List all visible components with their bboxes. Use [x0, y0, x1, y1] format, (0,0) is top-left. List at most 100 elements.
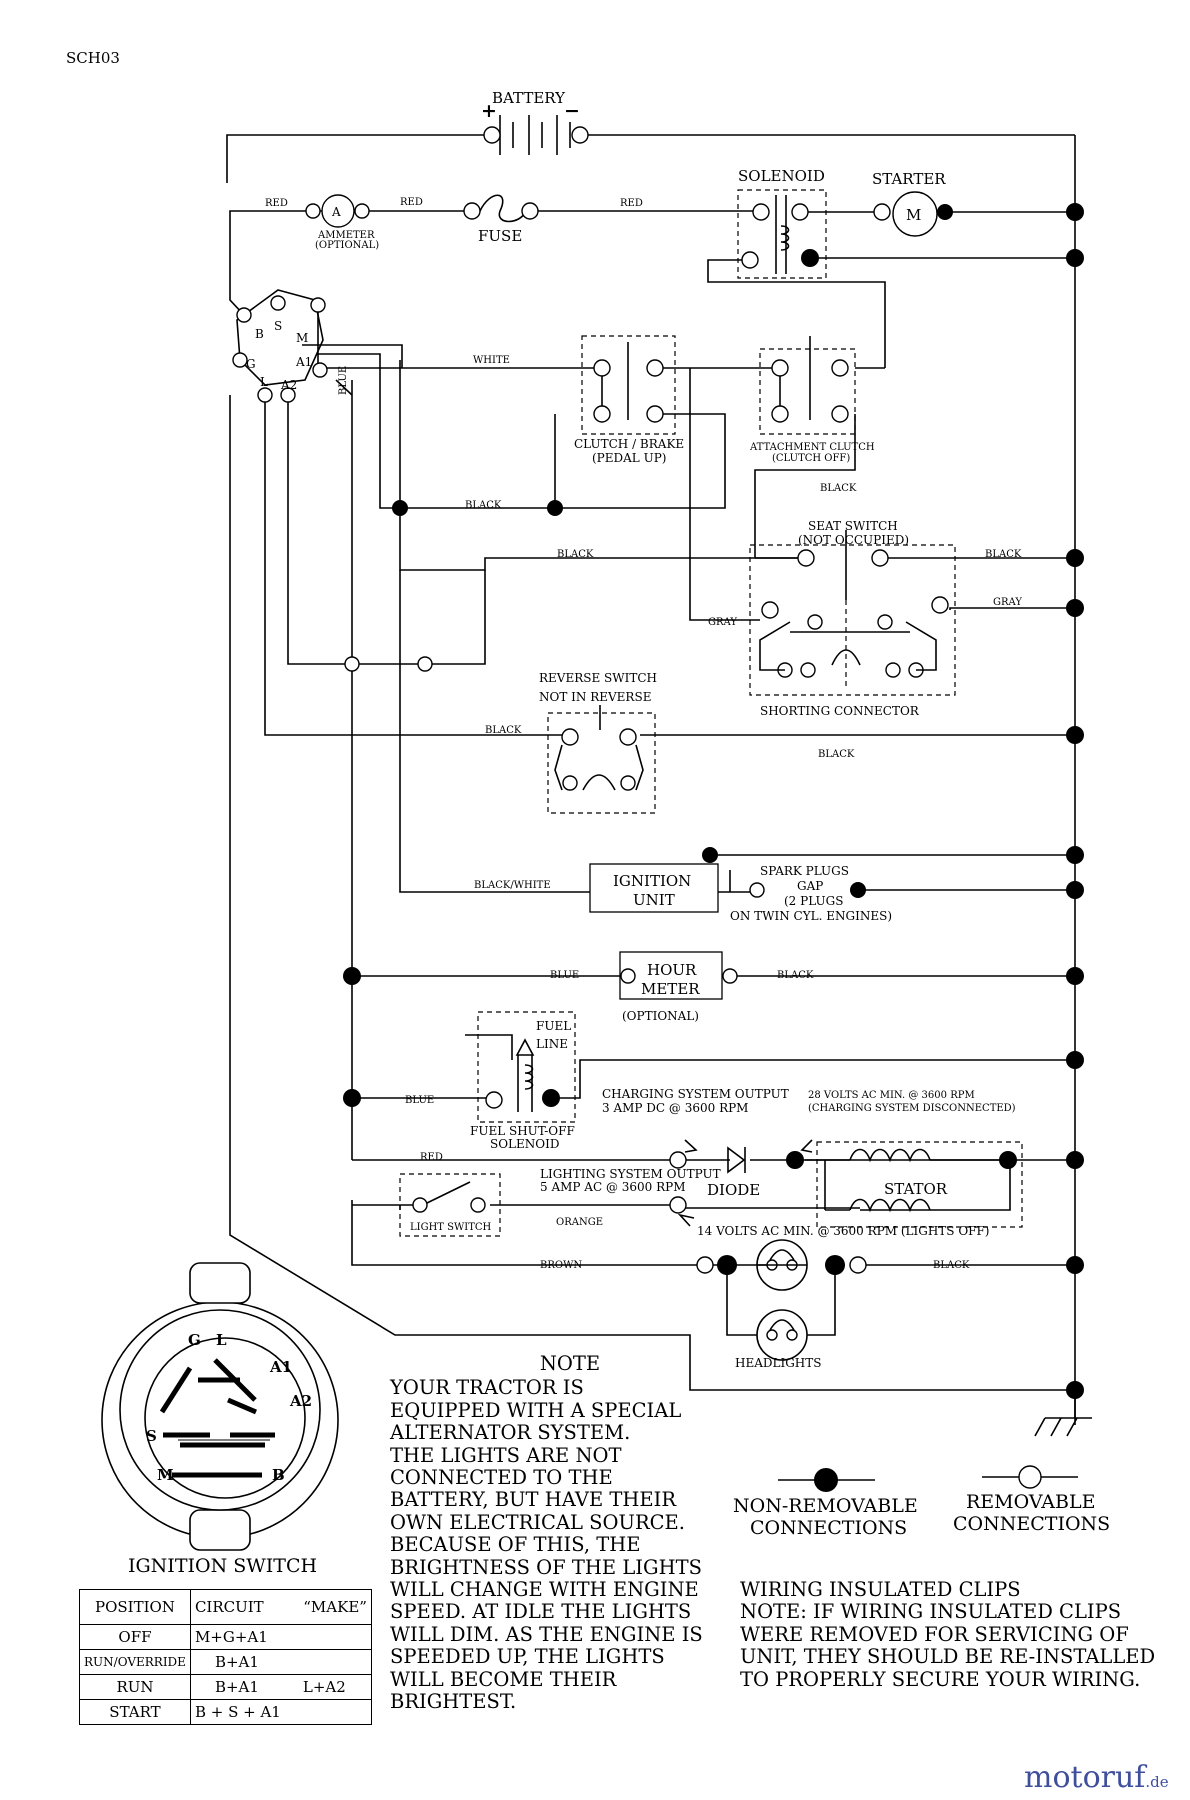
fuel-shutoff-solenoid: FUEL LINE FUEL SHUT-OFF SOLENOID: [465, 1011, 576, 1151]
svg-text:(CHARGING SYSTEM DISCONNECTED): (CHARGING SYSTEM DISCONNECTED): [808, 1103, 1016, 1114]
svg-text:L: L: [216, 1331, 227, 1349]
svg-text:ON TWIN CYL. ENGINES): ON TWIN CYL. ENGINES): [730, 909, 892, 923]
note-line: SPEED. AT IDLE THE LIGHTS: [390, 1600, 692, 1624]
svg-text:BLACK: BLACK: [465, 500, 502, 511]
note-line: BECAUSE OF THIS, THE: [390, 1533, 641, 1557]
svg-text:STATOR: STATOR: [884, 1180, 948, 1198]
ignition-switch-table: POSITION CIRCUIT “MAKE” OFF M+G+A1 RUN/O…: [79, 1589, 372, 1725]
svg-text:LINE: LINE: [536, 1037, 568, 1051]
doc-code: SCH03: [66, 49, 120, 67]
svg-text:M: M: [906, 206, 921, 224]
alternator-note: NOTE YOUR TRACTOR IS EQUIPPED WITH A SPE…: [390, 1352, 730, 1714]
position-cell: START: [79, 1699, 191, 1725]
svg-text:(OPTIONAL): (OPTIONAL): [622, 1009, 699, 1023]
wire-labels: RED RED RED WHITE BLACK BLACK BLACK BLAC…: [265, 197, 1022, 1271]
note-line: CONNECTED TO THE: [390, 1466, 613, 1490]
svg-text:LIGHT SWITCH: LIGHT SWITCH: [410, 1222, 492, 1233]
svg-text:(PEDAL UP): (PEDAL UP): [592, 451, 666, 465]
svg-text:RED: RED: [620, 198, 643, 209]
light-switch: LIGHT SWITCH LIGHTING SYSTEM OUTPUT 5 AM…: [399, 1167, 990, 1238]
svg-text:GRAY: GRAY: [708, 617, 737, 628]
clips-line: UNIT, THEY SHOULD BE RE-INSTALLED: [740, 1645, 1156, 1669]
charging-system: CHARGING SYSTEM OUTPUT 3 AMP DC @ 3600 R…: [602, 1087, 1023, 1228]
svg-text:(OPTIONAL): (OPTIONAL): [315, 240, 379, 251]
table-row: START B + S + A1: [79, 1699, 372, 1725]
note-line: OWN ELECTRICAL SOURCE.: [390, 1510, 685, 1534]
svg-text:A2: A2: [289, 1392, 312, 1410]
svg-text:AMMETER: AMMETER: [317, 230, 375, 241]
svg-text:M: M: [157, 1466, 174, 1484]
svg-text:SOLENOID: SOLENOID: [738, 167, 825, 185]
svg-text:BATTERY: BATTERY: [492, 89, 566, 107]
header-make: “MAKE”: [303, 1598, 367, 1616]
make-cell: L+A2: [302, 1678, 346, 1696]
svg-text:DIODE: DIODE: [707, 1181, 760, 1199]
svg-text:UNIT: UNIT: [633, 891, 675, 909]
clutch-brake-switch: CLUTCH / BRAKE (PEDAL UP): [574, 335, 684, 465]
wiring-clips-note: WIRING INSULATED CLIPS NOTE: IF WIRING I…: [740, 1578, 1160, 1691]
svg-text:FUEL SHUT-OFF: FUEL SHUT-OFF: [470, 1124, 575, 1138]
svg-text:A: A: [331, 205, 341, 219]
header-circuit: CIRCUIT: [194, 1598, 264, 1616]
ignition-unit: IGNITION UNIT SPARK PLUGS GAP (2 PLUGS O…: [589, 847, 892, 923]
svg-text:METER: METER: [641, 980, 700, 998]
position-cell: OFF: [79, 1624, 191, 1650]
svg-text:L: L: [260, 375, 268, 389]
svg-text:G: G: [188, 1331, 201, 1349]
svg-text:GAP: GAP: [797, 879, 823, 893]
table-row: OFF M+G+A1: [79, 1624, 372, 1650]
hour-meter: HOUR METER (OPTIONAL): [619, 951, 738, 1023]
svg-text:FUSE: FUSE: [478, 227, 522, 245]
legend: NON-REMOVABLE CONNECTIONS REMOVABLE CONN…: [733, 1465, 1110, 1539]
svg-text:BLACK: BLACK: [985, 549, 1022, 560]
svg-text:B: B: [255, 327, 264, 341]
solenoid: SOLENOID: [737, 167, 827, 279]
svg-text:NOT IN REVERSE: NOT IN REVERSE: [539, 690, 651, 704]
circuit-cell: M+G+A1: [189, 1624, 372, 1650]
svg-text:BLACK: BLACK: [820, 483, 857, 494]
svg-text:SEAT SWITCH: SEAT SWITCH: [808, 519, 898, 533]
note-line: BATTERY, BUT HAVE THEIR: [390, 1488, 677, 1512]
svg-text:5 AMP AC @ 3600 RPM: 5 AMP AC @ 3600 RPM: [540, 1180, 686, 1194]
clips-line: NOTE: IF WIRING INSULATED CLIPS: [740, 1600, 1122, 1624]
svg-text:BLACK/WHITE: BLACK/WHITE: [474, 880, 551, 891]
svg-text:STARTER: STARTER: [872, 170, 946, 188]
svg-text:IGNITION: IGNITION: [613, 872, 691, 890]
note-line: ALTERNATOR SYSTEM.: [390, 1421, 631, 1445]
note-line: SPEEDED UP, THE LIGHTS: [390, 1645, 665, 1669]
note-line: BRIGHTNESS OF THE LIGHTS: [390, 1555, 702, 1579]
svg-text:(CLUTCH OFF): (CLUTCH OFF): [772, 453, 850, 464]
watermark-logo: motoruf.de: [1024, 1760, 1169, 1795]
circuit-cell: B+A1: [189, 1649, 372, 1675]
svg-text:REMOVABLE: REMOVABLE: [966, 1491, 1095, 1513]
svg-text:SOLENOID: SOLENOID: [490, 1137, 560, 1151]
note-line: EQUIPPED WITH A SPECIAL: [390, 1398, 682, 1422]
svg-text:RED: RED: [400, 197, 423, 208]
note-line: YOUR TRACTOR IS: [390, 1376, 584, 1400]
ignition-terminals: B S M G A1 L A2: [232, 289, 328, 403]
svg-text:CONNECTIONS: CONNECTIONS: [750, 1517, 907, 1539]
svg-text:ATTACHMENT CLUTCH: ATTACHMENT CLUTCH: [749, 442, 875, 453]
wires: [226, 115, 1092, 1437]
svg-text:BLACK: BLACK: [557, 549, 594, 560]
headlights: HEADLIGHTS: [696, 1239, 867, 1370]
note-line: WILL DIM. AS THE ENGINE IS: [390, 1622, 703, 1646]
battery-minus: −: [564, 100, 580, 122]
note-line: THE LIGHTS ARE NOT: [390, 1443, 622, 1467]
svg-text:CLUTCH / BRAKE: CLUTCH / BRAKE: [574, 437, 684, 451]
battery-plus: +: [481, 100, 497, 122]
svg-text:BLACK: BLACK: [818, 749, 855, 760]
svg-text:BLACK: BLACK: [485, 725, 522, 736]
header-circuit-make: CIRCUIT “MAKE”: [189, 1589, 372, 1625]
svg-text:28 VOLTS AC MIN. @ 3600 RPM: 28 VOLTS AC MIN. @ 3600 RPM: [808, 1090, 975, 1101]
seat-switch: SEAT SWITCH (NOT OCCUPIED) SHORTING CONN…: [749, 519, 956, 718]
ignition-switch-title: IGNITION SWITCH: [128, 1555, 317, 1577]
junctions: [343, 203, 1084, 1399]
svg-text:FUEL: FUEL: [536, 1019, 571, 1033]
svg-text:GRAY: GRAY: [993, 597, 1022, 608]
note-line: WILL CHANGE WITH ENGINE: [390, 1578, 699, 1602]
svg-text:CHARGING SYSTEM OUTPUT: CHARGING SYSTEM OUTPUT: [602, 1087, 789, 1101]
svg-text:CONNECTIONS: CONNECTIONS: [953, 1513, 1110, 1535]
